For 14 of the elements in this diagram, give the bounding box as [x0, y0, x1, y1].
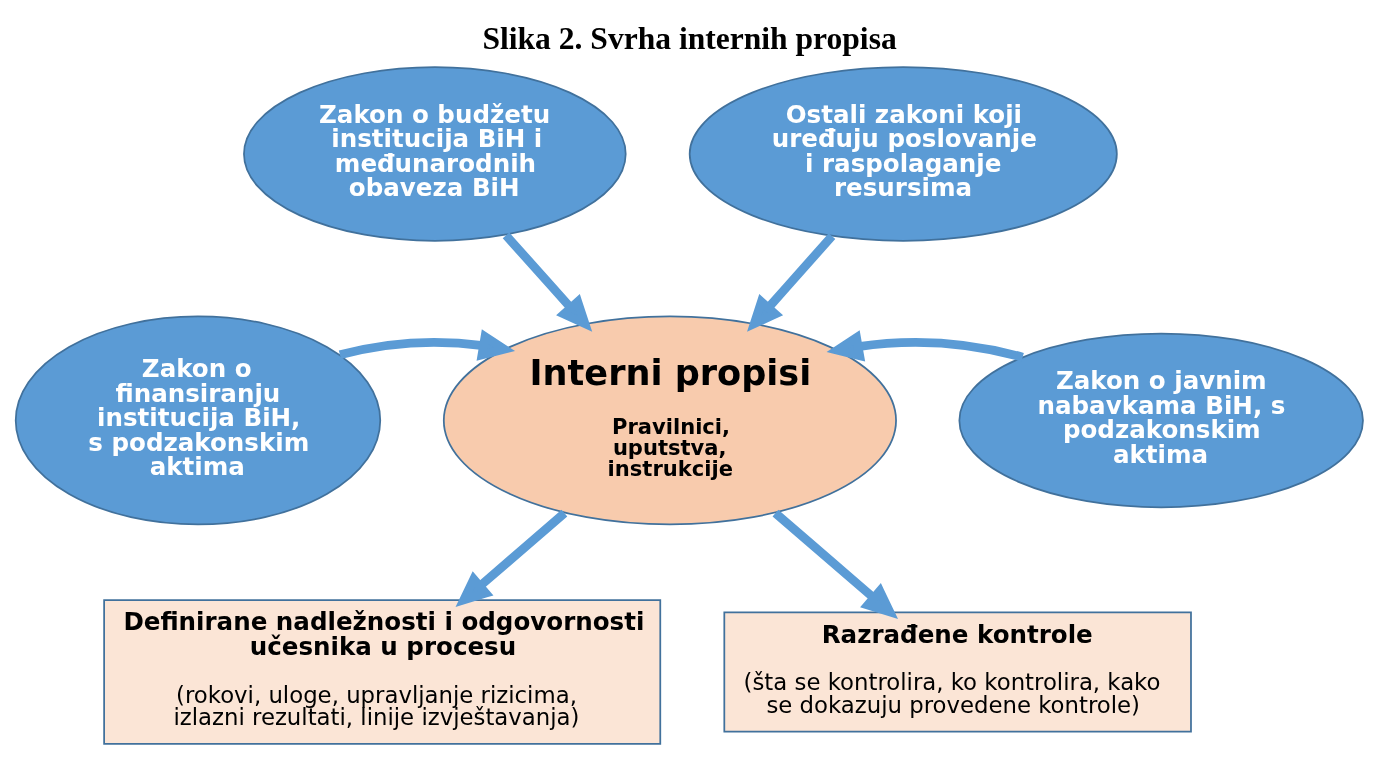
arrow: [826, 330, 1024, 362]
node-ellipse: Ostali zakoni koji uređuju poslovanje i raspolaganje resursima: [688, 66, 1118, 242]
node-ellipse: Zakon o javnim nabavkama BiH, s podzakonskim aktima: [958, 332, 1364, 509]
arrow: [455, 509, 568, 608]
node-ellipse: Zakon o budžetu institucija BiH i međunarodnih obaveza BiH: [243, 66, 627, 242]
arrow: [747, 233, 836, 332]
arrow: [502, 232, 593, 332]
node-ellipse: Interni propisi Pravilnici, uputstva, instrukcije: [442, 315, 897, 526]
arrow: [772, 509, 899, 619]
node-box: Definirane nadležnosti i odgovornosti učesnika u procesu (rokovi, uloge, upravljanje rizicima, izlazni rezultati, linije izvještavanja): [103, 599, 662, 745]
arrow: [338, 329, 516, 361]
node-ellipse: Zakon o finansiranju institucija BiH, s podzakonskim aktima: [14, 315, 382, 526]
node-box: Razrađene kontrole (šta se kontrolira, ko kontrolira, kako se dokazuju provedene kontrole): [723, 611, 1192, 733]
diagram-title: Slika 2. Svrha internih propisa: [482, 20, 897, 56]
